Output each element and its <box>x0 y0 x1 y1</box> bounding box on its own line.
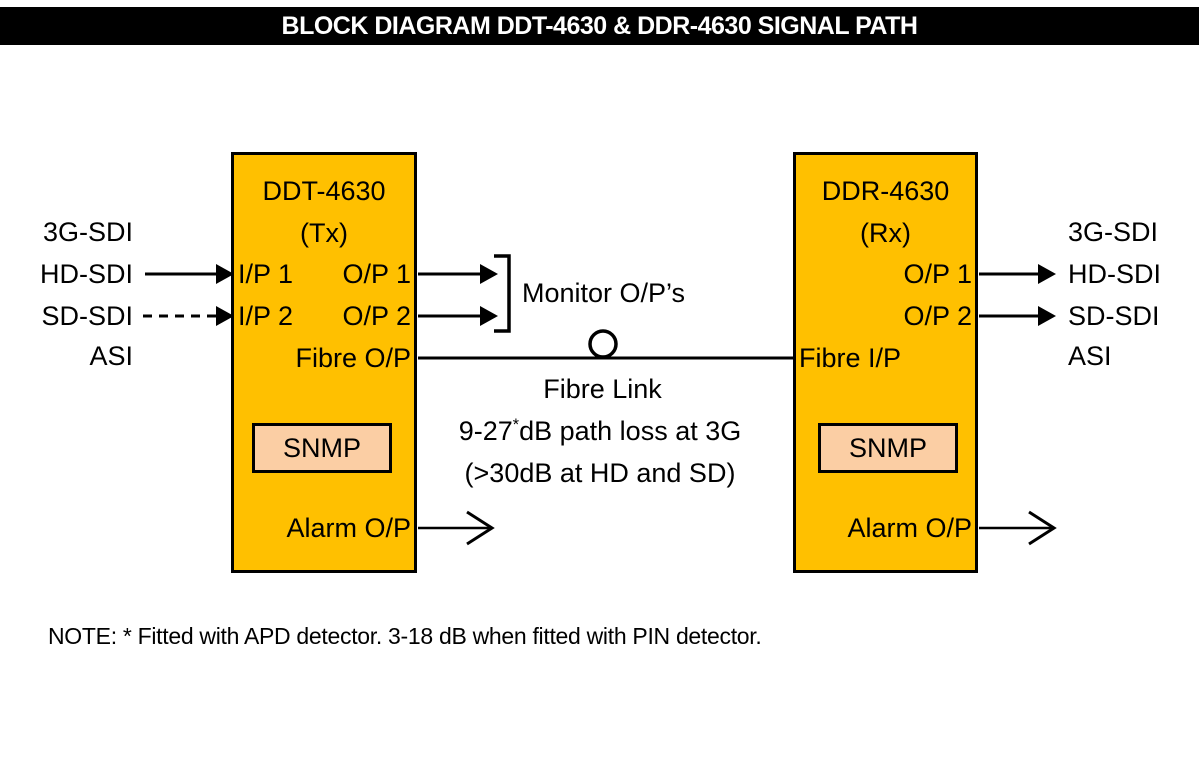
output-label-hd-sdi: HD-SDI <box>1068 259 1161 289</box>
tx-module-name: DDT-4630 <box>262 176 386 206</box>
input-label-sd-sdi: SD-SDI <box>41 301 133 331</box>
tx-port-op1: O/P 1 <box>342 259 411 289</box>
rx-port-op2: O/P 2 <box>903 301 972 331</box>
rx-port-alarm-op: Alarm O/P <box>847 513 972 543</box>
rx-op1-arrow <box>979 264 1056 284</box>
input-label-asi: ASI <box>89 341 133 371</box>
tx-alarm-arrow <box>418 510 495 546</box>
hd-sdi-input-arrow <box>145 264 234 284</box>
tx-port-alarm-op: Alarm O/P <box>286 513 411 543</box>
monitor-outputs-label: Monitor O/P’s <box>522 278 686 308</box>
output-label-sd-sdi: SD-SDI <box>1068 301 1160 331</box>
rx-port-op1: O/P 1 <box>903 259 972 289</box>
fibre-loss-line1: 9-27*dB path loss at 3G <box>428 415 772 447</box>
tx-snmp-label: SNMP <box>282 432 361 463</box>
tx-port-fibre-op: Fibre O/P <box>295 343 411 373</box>
rx-alarm-arrow <box>979 510 1057 546</box>
input-label-3g-sdi: 3G-SDI <box>42 217 133 247</box>
sd-sdi-input-arrow <box>143 306 234 326</box>
footnote: NOTE: * Fitted with APD detector. 3-18 d… <box>48 623 762 649</box>
rx-module-name: DDR-4630 <box>821 176 950 206</box>
tx-port-ip1: I/P 1 <box>238 259 294 289</box>
fibre-loss-line2: (>30dB at HD and SD) <box>464 458 736 488</box>
fibre-loop-icon <box>588 329 618 359</box>
monitor-op1-arrow <box>418 264 498 284</box>
input-label-hd-sdi: HD-SDI <box>40 259 133 289</box>
fibre-loss-footnote-marker: * <box>512 416 520 434</box>
monitor-bracket <box>494 254 511 333</box>
rx-op2-arrow <box>979 306 1056 326</box>
rx-snmp-box: SNMP <box>818 423 958 473</box>
tx-port-op2: O/P 2 <box>342 301 411 331</box>
tx-snmp-box: SNMP <box>252 423 392 473</box>
tx-module-mode: (Tx) <box>300 218 348 248</box>
monitor-op2-arrow <box>418 306 498 326</box>
fibre-loss-value: 9-27 <box>458 416 513 446</box>
page-title: BLOCK DIAGRAM DDT-4630 & DDR-4630 SIGNAL… <box>0 7 1199 45</box>
rx-module-mode: (Rx) <box>860 218 911 248</box>
fibre-loss-rest: dB path loss at 3G <box>519 416 742 446</box>
rx-snmp-label: SNMP <box>848 432 927 463</box>
tx-port-ip2: I/P 2 <box>238 301 294 331</box>
output-label-asi: ASI <box>1068 341 1112 371</box>
rx-module-box <box>793 152 978 573</box>
rx-port-fibre-ip: Fibre I/P <box>799 343 902 373</box>
tx-module-box <box>231 152 417 573</box>
fibre-link-label: Fibre Link <box>543 374 662 404</box>
output-label-3g-sdi: 3G-SDI <box>1068 217 1159 247</box>
